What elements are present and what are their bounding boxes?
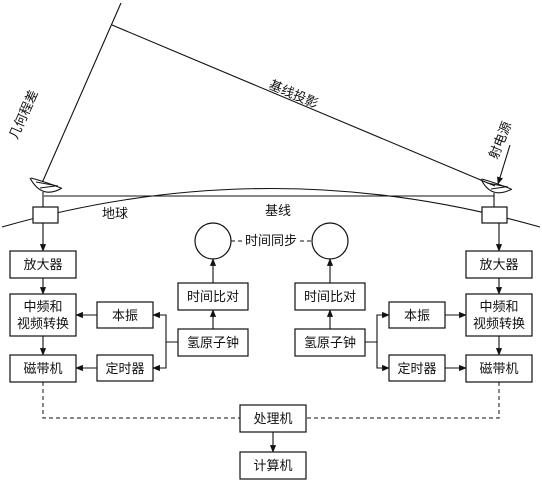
left-recorder-label: 磁带机 — [23, 362, 62, 377]
right-amplifier-label: 放大器 — [479, 258, 518, 273]
left-time-compare-box — [177, 282, 249, 311]
right-amplifier-box — [465, 250, 533, 279]
time-sync-label: 时间同步 — [245, 234, 297, 249]
earth-label: 地球 — [102, 207, 128, 222]
right-recorder-to-processor — [306, 382, 500, 419]
right-recorder-label: 磁带机 — [479, 362, 518, 377]
geometric-delay-label: 几何程差 — [6, 88, 42, 142]
radio-source-ray — [497, 144, 511, 185]
right-hydrogen-clock-box — [294, 328, 366, 357]
left-antenna-icon — [29, 177, 63, 224]
left-amplifier-label: 放大器 — [23, 258, 62, 273]
right-time-compare-box — [294, 282, 366, 311]
processor-box — [239, 404, 307, 433]
right-recorder-box — [465, 354, 533, 383]
left-hydrogen-clock-label: 氢原子钟 — [187, 335, 239, 351]
left-timer-label: 定时器 — [105, 362, 144, 377]
left-converter-label-1: 中频和 — [23, 300, 62, 315]
baseline-projection-label: 基线投影 — [266, 77, 320, 112]
left-sync-circle — [194, 222, 232, 260]
right-timer-box — [388, 354, 446, 382]
earth-surface-arc — [1, 187, 541, 228]
baseline-projection-line — [111, 24, 496, 187]
right-timer-label: 定时器 — [397, 362, 436, 377]
computer-label: 计算机 — [253, 459, 292, 474]
right-antenna-icon — [480, 178, 513, 224]
left-oscillator-label: 本振 — [112, 309, 138, 324]
left-converter-box — [9, 293, 77, 337]
left-time-compare-label: 时间比对 — [187, 290, 239, 305]
right-converter-label-1: 中频和 — [479, 300, 518, 315]
left-recorder-to-processor — [42, 382, 240, 419]
radio-source-label: 射电源 — [486, 119, 515, 161]
right-oscillator-label: 本振 — [404, 309, 430, 324]
right-time-compare-label: 时间比对 — [304, 290, 356, 305]
right-hydrogen-clock-label: 氢原子钟 — [304, 335, 356, 351]
baseline-label: 基线 — [265, 204, 291, 219]
left-converter-label-2: 视频转换 — [17, 317, 69, 332]
processor-label: 处理机 — [253, 412, 292, 427]
right-converter-box — [465, 293, 533, 337]
left-ray-line — [41, 2, 122, 184]
computer-box — [239, 451, 307, 480]
left-timer-box — [96, 354, 154, 382]
right-sync-circle — [311, 222, 349, 260]
right-converter-label-2: 视频转换 — [473, 317, 525, 332]
